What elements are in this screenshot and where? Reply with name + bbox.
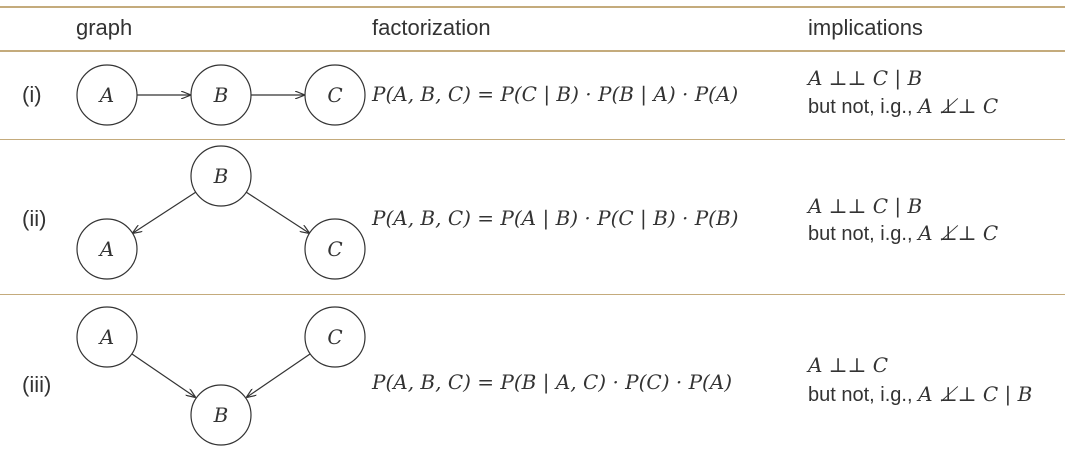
- top-rule: [0, 6, 1065, 8]
- row-3-implication-2: but not, i.g., A ⊥̸⊥ C | B: [808, 384, 1032, 405]
- edge-c-b: [247, 353, 311, 397]
- row-2-label: (ii): [22, 206, 47, 231]
- row-1-implication-2-text: but not, i.g.,: [808, 96, 919, 118]
- row-1-implication-1: A ⊥⊥ C | B: [808, 68, 922, 89]
- node-c: C: [304, 64, 366, 126]
- row-2-factorization: P(A, B, C) = P(A | B) · P(C | B) · P(B): [372, 206, 739, 230]
- row-1-label: (i): [22, 82, 42, 107]
- svg-text:C: C: [327, 83, 342, 107]
- row-3-label: (iii): [22, 372, 52, 397]
- edge-b-a: [133, 191, 197, 233]
- header-implications: implications: [808, 15, 923, 40]
- row-3-implication-2-math: A ⊥̸⊥ C | B: [918, 382, 1033, 406]
- header-graph: graph: [76, 15, 133, 40]
- svg-text:C: C: [327, 237, 342, 261]
- edge-b-c: [245, 191, 309, 233]
- node-a: A: [76, 64, 138, 126]
- edge-a-b: [131, 353, 195, 397]
- row-1-factorization: P(A, B, C) = P(C | B) · P(B | A) · P(A): [372, 82, 739, 106]
- graph-collider: A C B: [76, 306, 366, 446]
- node-a: A: [76, 218, 138, 280]
- node-c: C: [304, 306, 366, 368]
- header-factorization: factorization: [372, 15, 491, 40]
- node-b: B: [190, 145, 252, 207]
- row-3-implication-1: A ⊥⊥ C: [808, 355, 888, 376]
- row-2-implication-2-math: A ⊥̸⊥ C: [918, 221, 999, 245]
- node-b: B: [190, 64, 252, 126]
- row-1-implication-1-math: A ⊥⊥ C | B: [808, 66, 923, 90]
- row-2-implication-2: but not, i.g., A ⊥̸⊥ C: [808, 223, 998, 244]
- row-1-implication-2: but not, i.g., A ⊥̸⊥ C: [808, 96, 998, 117]
- row-1-rule: [0, 139, 1065, 140]
- svg-text:A: A: [98, 325, 114, 349]
- row-3-factorization: P(A, B, C) = P(B | A, C) · P(C) · P(A): [372, 370, 733, 394]
- row-2-implication-1: A ⊥⊥ C | B: [808, 196, 922, 217]
- graph-fork: B A C: [76, 145, 366, 280]
- row-1-implication-2-math: A ⊥̸⊥ C: [918, 94, 999, 118]
- node-a: A: [76, 306, 138, 368]
- row-2-rule: [0, 294, 1065, 295]
- row-3-implication-2-text: but not, i.g.,: [808, 384, 919, 406]
- svg-text:A: A: [98, 83, 114, 107]
- row-2-implication-1-math: A ⊥⊥ C | B: [808, 194, 923, 218]
- node-b: B: [190, 384, 252, 446]
- header-rule: [0, 50, 1065, 52]
- svg-text:B: B: [213, 403, 229, 427]
- svg-text:A: A: [98, 237, 114, 261]
- node-c: C: [304, 218, 366, 280]
- row-2-implication-2-text: but not, i.g.,: [808, 223, 919, 245]
- svg-text:B: B: [213, 83, 229, 107]
- svg-text:B: B: [213, 164, 229, 188]
- svg-text:C: C: [327, 325, 342, 349]
- graph-chain: A B C: [76, 64, 366, 126]
- row-3-implication-1-math: A ⊥⊥ C: [808, 353, 889, 377]
